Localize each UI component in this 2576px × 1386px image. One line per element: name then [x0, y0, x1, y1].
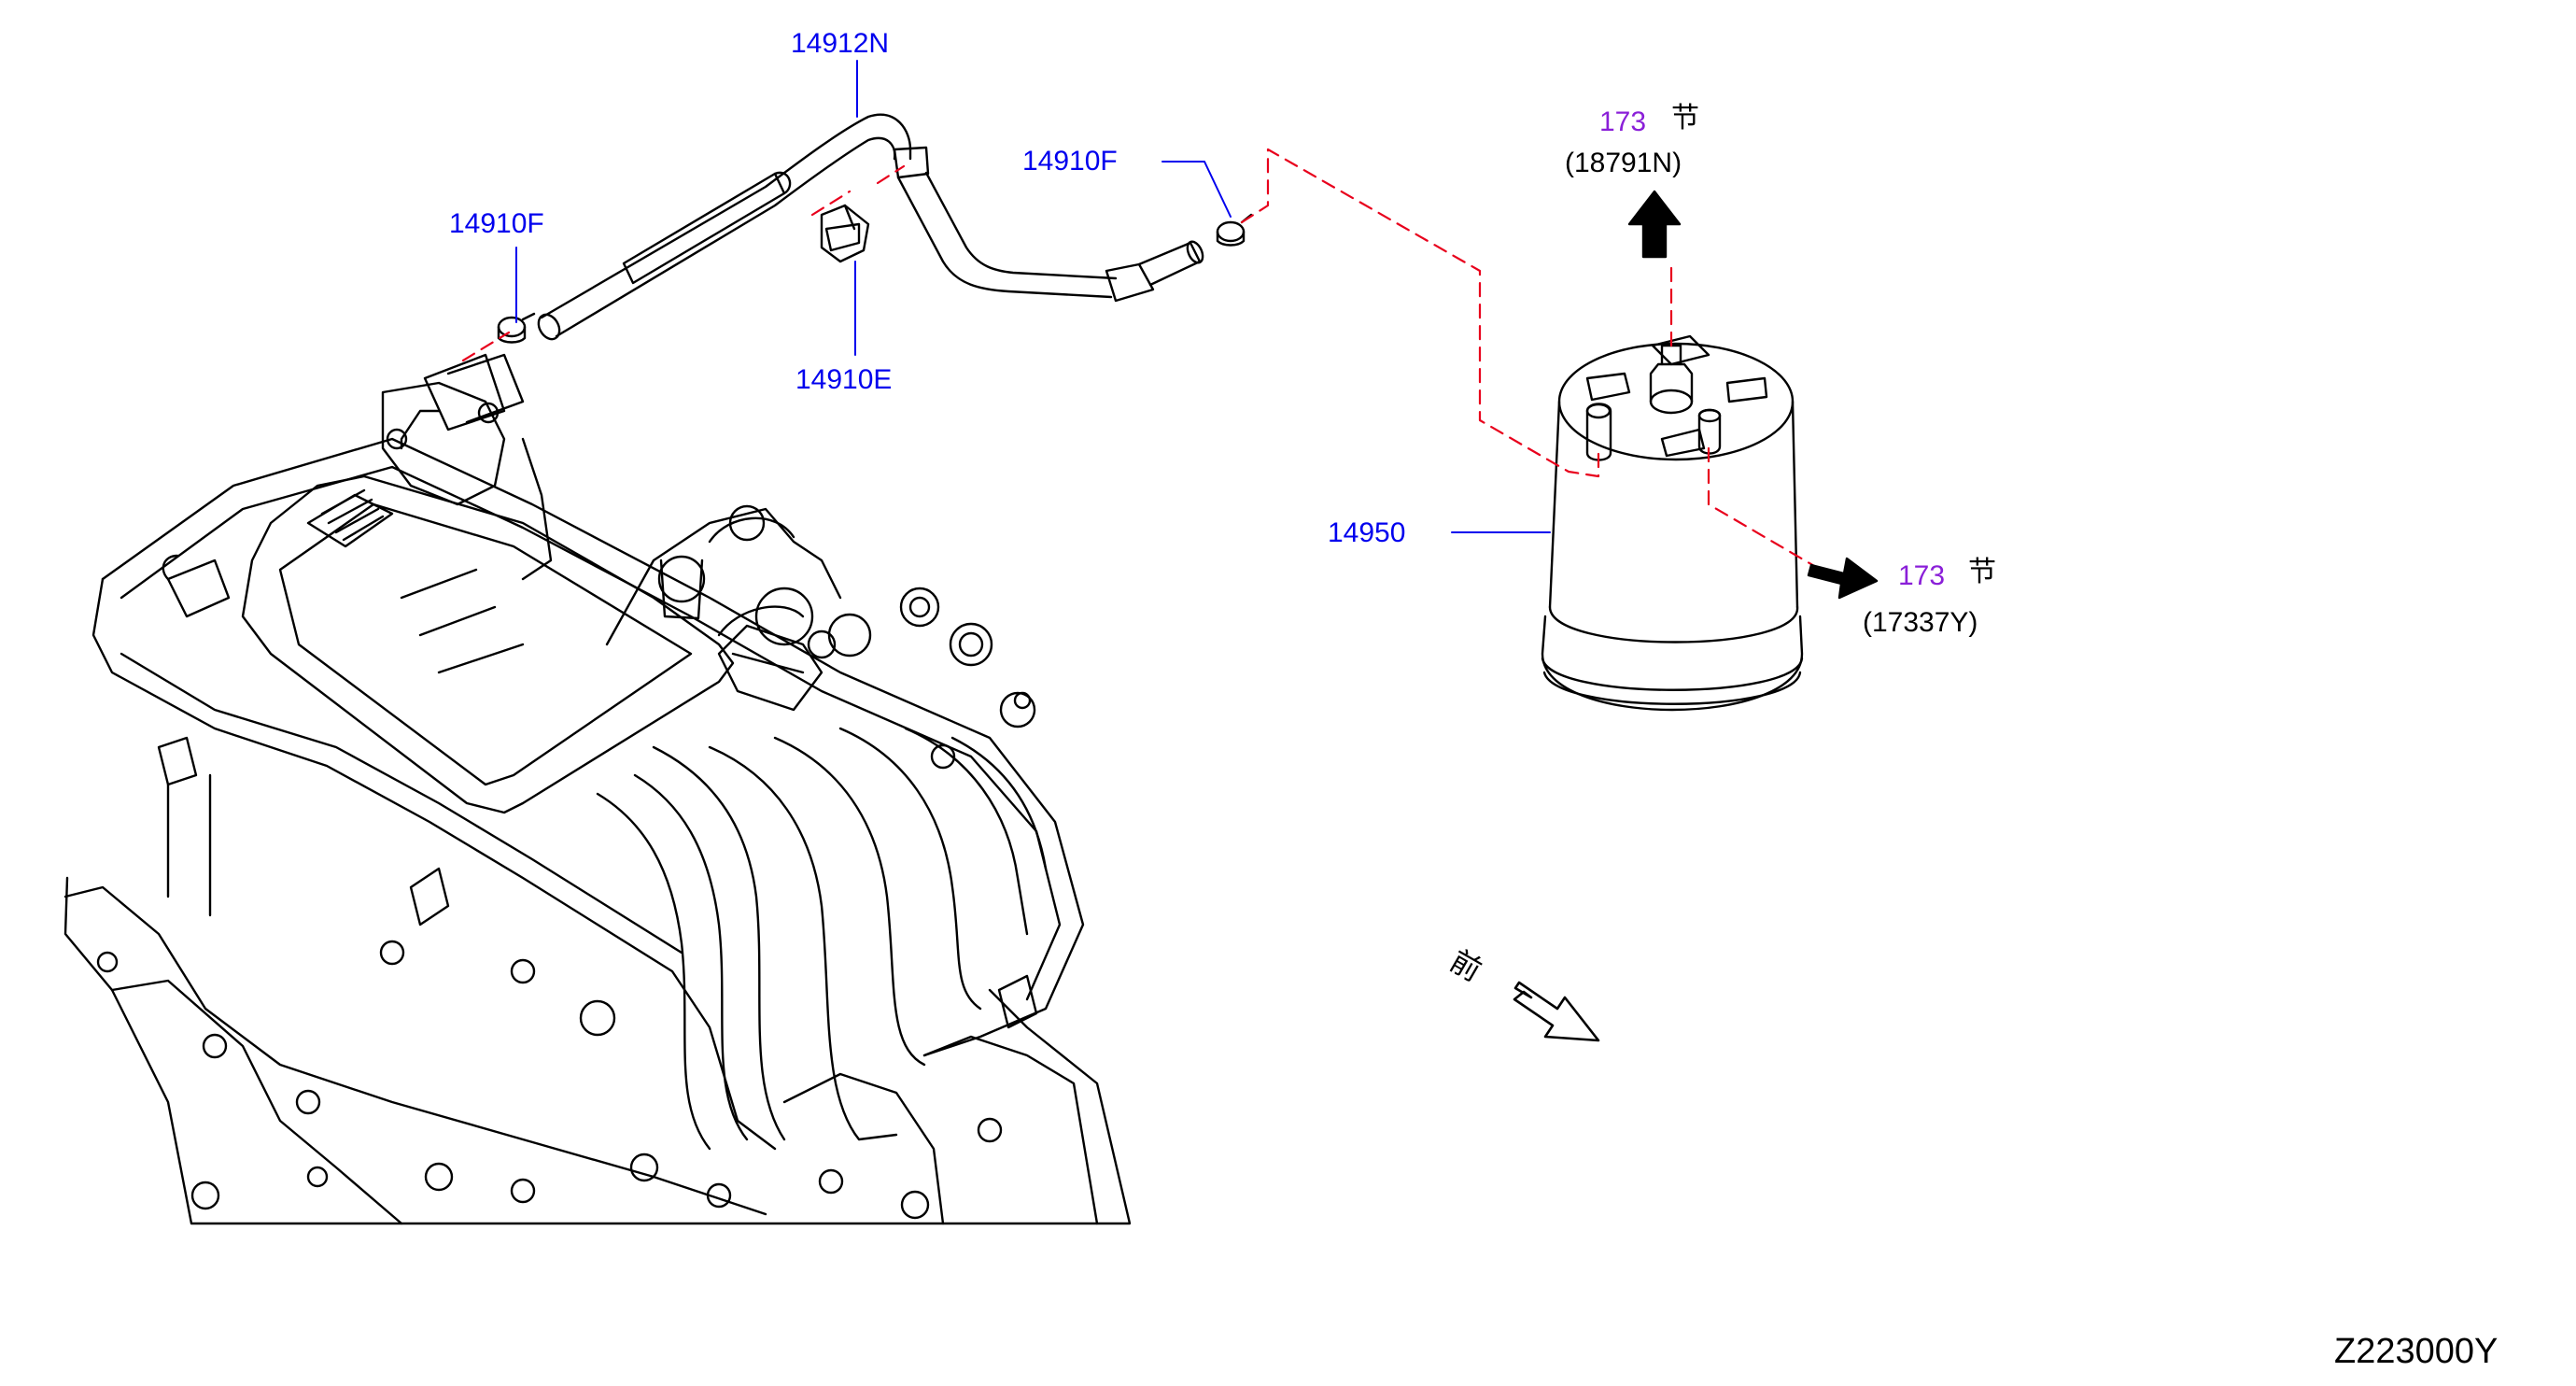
vapor-hose-14912N [537, 113, 1204, 341]
part-label-14910F-left: 14910F [449, 208, 544, 239]
part-label-14910E: 14910E [795, 364, 893, 395]
part-label-14910F-right: 14910F [1022, 146, 1118, 177]
part-label-14912N: 14912N [791, 28, 890, 59]
engine-assembly [63, 353, 1132, 1225]
arrow-up-icon [1627, 190, 1682, 259]
reference-char-top: 节 [1671, 102, 1699, 134]
part-label-14950: 14950 [1328, 517, 1406, 548]
reference-number-top: 173 [1599, 106, 1647, 137]
reference-char-right: 节 [1968, 556, 1996, 588]
reference-number-right: 173 [1898, 560, 1946, 591]
hose-clamp-left [497, 312, 536, 344]
leader-lines [515, 60, 1551, 533]
reference-part-top: (18791N) [1565, 148, 1682, 178]
front-arrow-icon [1513, 981, 1600, 1042]
hose-clip-14910E [820, 204, 870, 263]
reference-part-right: (17337Y) [1863, 607, 1978, 638]
arrow-right-icon [1807, 557, 1879, 600]
evap-canister-14950 [1541, 334, 1804, 712]
diagram-code: Z223000Y [2334, 1332, 2499, 1371]
connection-dashes [461, 148, 1823, 572]
